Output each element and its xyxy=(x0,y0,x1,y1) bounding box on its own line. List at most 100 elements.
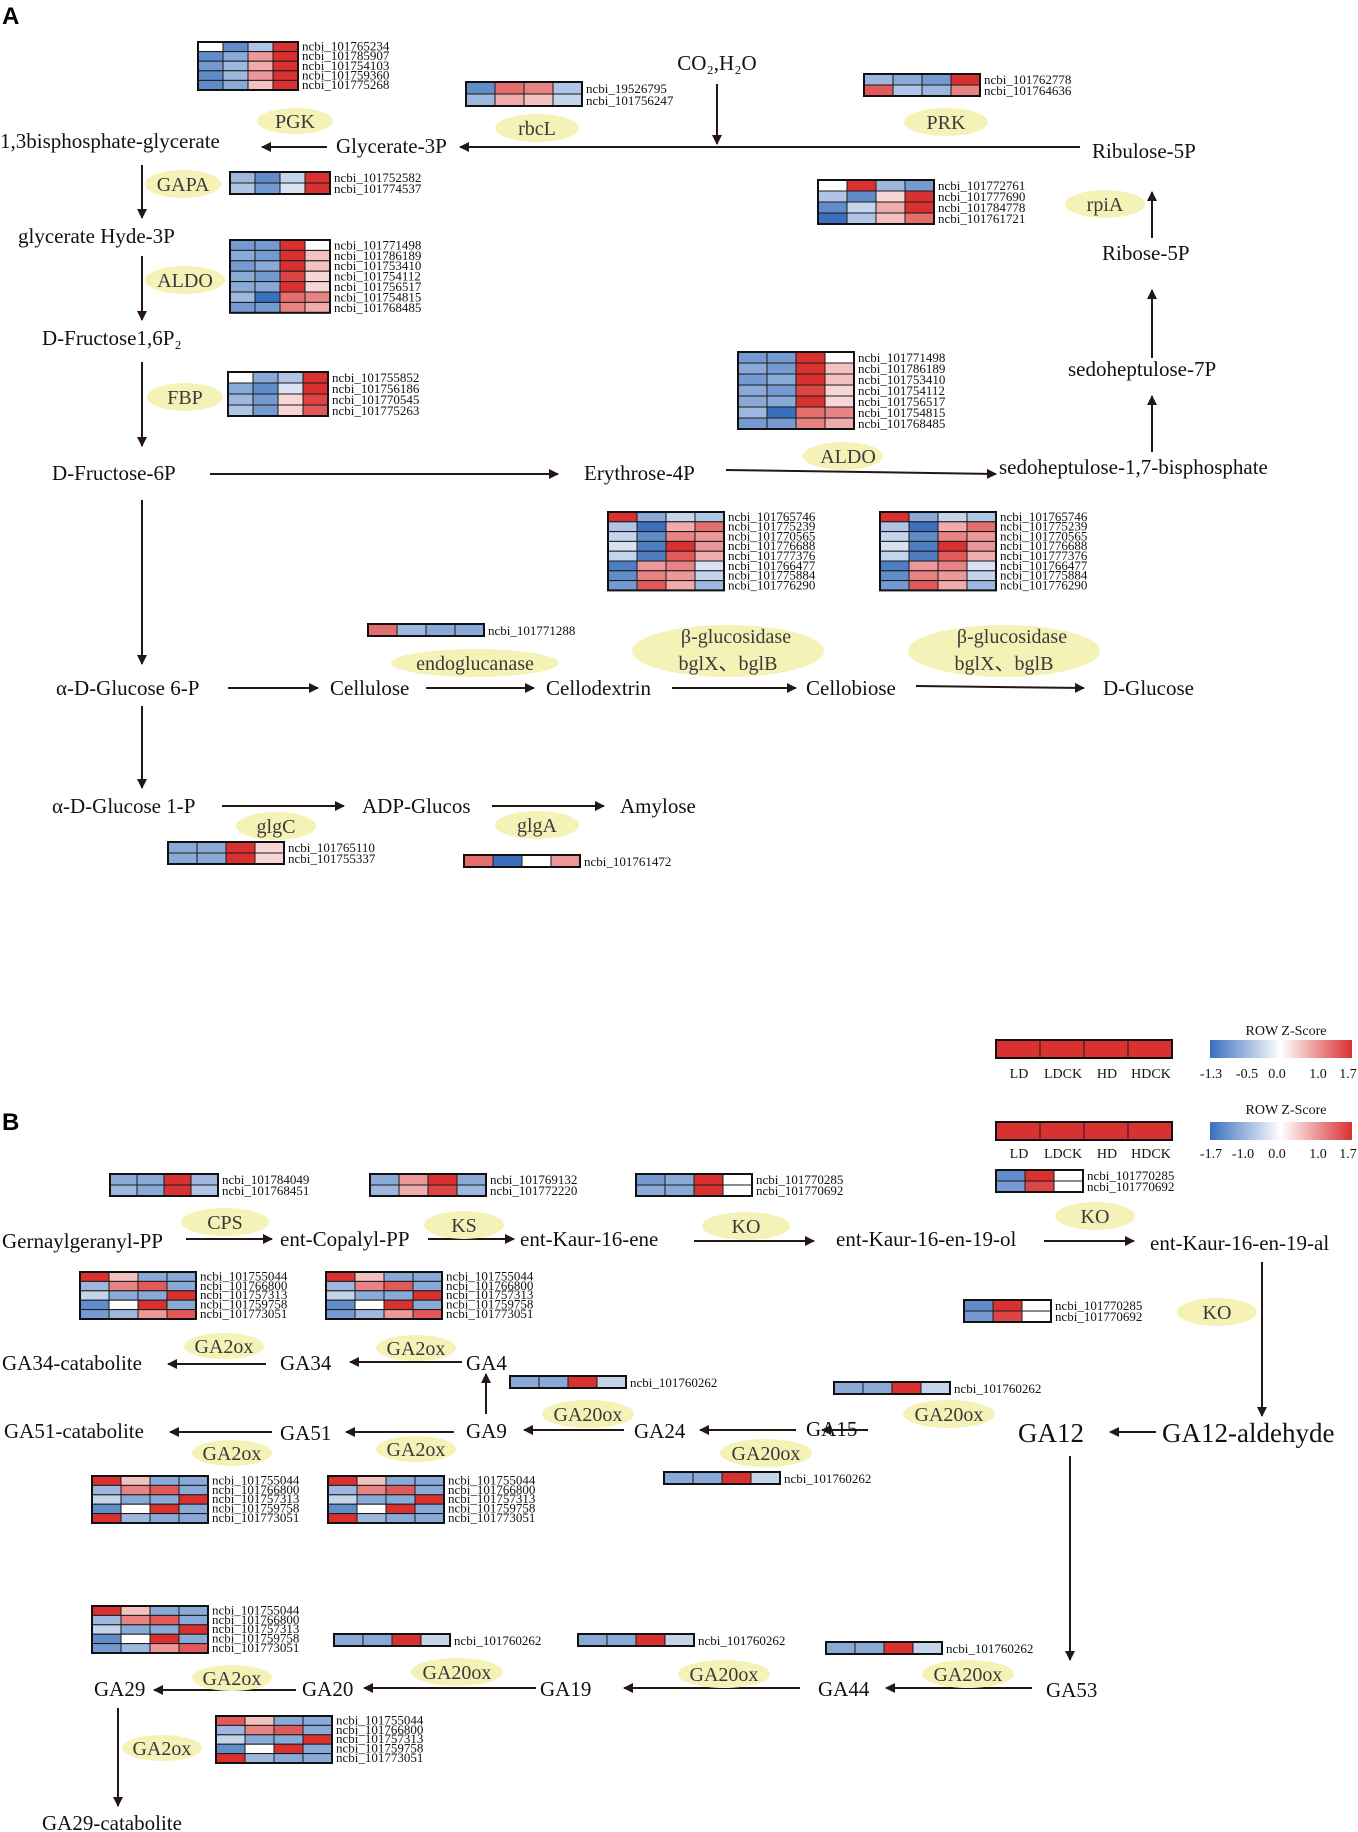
met-e4p: Erythrose-4P xyxy=(584,461,695,485)
gene-id-label: ncbi_101775884 xyxy=(1000,568,1088,583)
legend-a-sample-ldck: LDCK xyxy=(1044,1067,1082,1082)
gene-id-label: ncbi_101759758 xyxy=(446,1297,533,1312)
arrow-e4p-sbp xyxy=(725,468,997,479)
heatmap-outline xyxy=(995,1039,1173,1059)
met-ga34cat: GA34-catabolite xyxy=(2,1351,142,1375)
heatmap-cell xyxy=(178,1643,209,1654)
heatmap-cell xyxy=(279,301,306,314)
legend-b-tick-3: 1.0 xyxy=(1309,1147,1327,1162)
heatmap-cell xyxy=(304,291,331,303)
met-kaurenal: ent-Kaur-16-en-19-al xyxy=(1150,1231,1329,1255)
panel-label-b: B xyxy=(2,1109,19,1136)
heatmap-cell xyxy=(91,1624,122,1635)
heatmap-cell xyxy=(879,570,910,582)
gene-id-label: ncbi_101755852 xyxy=(332,370,419,385)
heatmap-cell xyxy=(904,179,935,192)
heatmap-cell xyxy=(995,1039,1041,1059)
gene-id-label: ncbi_101753410 xyxy=(334,258,421,273)
heatmap-cell xyxy=(327,1503,358,1515)
heatmap-cell xyxy=(302,1724,333,1736)
legend-a-tick-4: 1.7 xyxy=(1339,1067,1357,1082)
gene-id-label: ncbi_101756517 xyxy=(858,394,946,409)
heatmap-cell xyxy=(229,182,256,195)
gene-id-label: ncbi_101775884 xyxy=(728,568,816,583)
heatmap-cell xyxy=(196,841,227,854)
heatmap-cell xyxy=(521,854,552,868)
arrows-panel-a xyxy=(137,84,1157,811)
heatmap-cell xyxy=(737,384,768,397)
heatmap-outline xyxy=(229,239,331,314)
heatmap-cell xyxy=(302,1743,333,1755)
gene-id-label: ncbi_101754103 xyxy=(302,58,389,73)
heatmap-cell xyxy=(79,1271,110,1282)
heatmap-cell xyxy=(302,1734,333,1745)
heatmap-cell xyxy=(817,179,848,192)
heatmap-outline xyxy=(167,841,285,865)
heatmap-cell xyxy=(279,291,306,303)
heatmap-cell xyxy=(222,41,249,53)
heatmap-cell xyxy=(383,1299,414,1311)
heatmap-cell xyxy=(523,93,554,107)
heatmap-ga20ox-22 xyxy=(663,1471,781,1485)
heatmap-cell xyxy=(227,404,254,417)
heatmap-cell xyxy=(244,1724,275,1736)
gene-id-label: ncbi_101777690 xyxy=(938,189,1025,204)
heatmap-cell xyxy=(863,73,894,86)
heatmap-cell xyxy=(635,1633,666,1647)
met-ga29cat: GA29-catabolite xyxy=(42,1811,182,1832)
met-ru5p: Ribulose-5P xyxy=(1092,139,1196,163)
heatmap-cell xyxy=(412,1280,443,1292)
heatmap-cell xyxy=(607,531,638,542)
met-ga51cat: GA51-catabolite xyxy=(4,1419,144,1443)
heatmap-cell xyxy=(966,550,997,562)
heatmap-cell xyxy=(356,1475,387,1486)
heatmap-cell xyxy=(766,417,797,430)
heatmap-cell xyxy=(222,51,249,62)
legend-b-sample-hdck: HDCK xyxy=(1131,1147,1171,1162)
gene-id-label: ncbi_101771288 xyxy=(488,623,575,638)
gene-id-label: ncbi_101766800 xyxy=(448,1482,535,1497)
heatmap-outline xyxy=(79,1271,197,1320)
gene-id-labels: ncbi_101765234ncbi_101785907ncbi_1017541… xyxy=(200,39,1174,1765)
heatmap-cell xyxy=(304,171,331,184)
heatmap-cell xyxy=(279,171,306,184)
heatmap-cell xyxy=(636,521,667,533)
heatmap-cell xyxy=(149,1633,180,1645)
heatmap-cell xyxy=(664,1633,695,1647)
gene-id-label: ncbi_101773051 xyxy=(446,1306,533,1321)
heatmap-cell xyxy=(137,1290,168,1301)
heatmap-cell xyxy=(163,1184,192,1197)
heatmap-cell xyxy=(137,1271,168,1282)
heatmap-cell xyxy=(222,60,249,72)
heatmap-cell xyxy=(824,384,855,397)
heatmap-cell xyxy=(247,60,274,72)
met-kaurene: ent-Kaur-16-ene xyxy=(520,1227,658,1251)
gene-id-label: ncbi_101757313 xyxy=(448,1491,535,1506)
heatmap-cell xyxy=(215,1715,246,1726)
gene-id-label: ncbi_101759758 xyxy=(212,1501,299,1516)
heatmap-cell xyxy=(279,260,306,272)
heatmap-rbcl-1 xyxy=(465,81,583,107)
heatmap-cell xyxy=(1083,1121,1129,1141)
legend-a-title: ROW Z-Score xyxy=(1246,1024,1327,1039)
enzyme-ga20ox-3-label: GA20ox xyxy=(732,1443,801,1465)
heatmap-cell xyxy=(137,1309,168,1320)
enzyme-bglu-1-label-b: bglX、bglB xyxy=(679,653,778,675)
gene-id-label: ncbi_101765234 xyxy=(302,39,390,54)
heatmap-cell xyxy=(327,1484,358,1496)
heatmap-cell xyxy=(197,79,224,91)
enzyme-aldo-2: ALDO xyxy=(803,442,883,470)
heatmap-cell xyxy=(279,270,306,283)
heatmap-cell xyxy=(737,417,768,430)
heatmap-cell xyxy=(383,1290,414,1301)
gene-id-label: ncbi_101755044 xyxy=(212,1472,300,1487)
heatmap-cell xyxy=(279,281,306,293)
heatmap-cell xyxy=(722,1184,753,1197)
heatmap-cell xyxy=(279,249,306,262)
met-dglucose: D-Glucose xyxy=(1103,676,1194,700)
heatmap-cell xyxy=(356,1494,387,1505)
heatmap-cell xyxy=(91,1633,122,1645)
heatmap-endo-10 xyxy=(367,623,485,637)
legend-b-title: ROW Z-Score xyxy=(1246,1103,1327,1118)
heatmap-ko_3-17 xyxy=(963,1299,1052,1323)
